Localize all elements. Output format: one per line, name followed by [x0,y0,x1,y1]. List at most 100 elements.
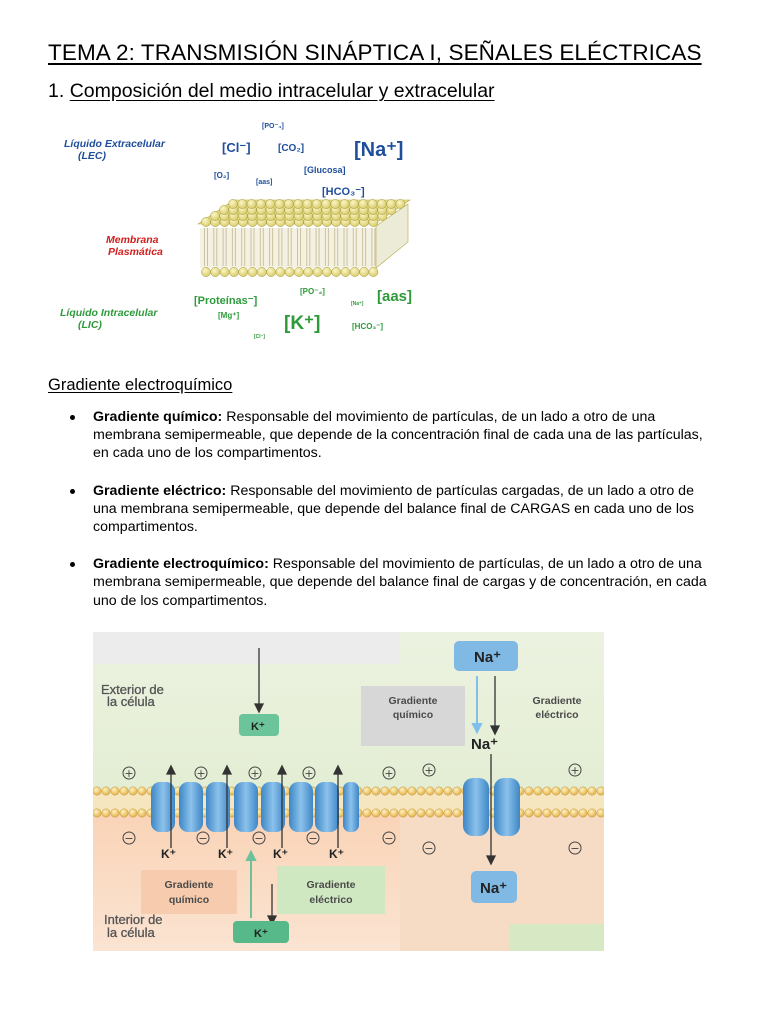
gradient-figure: Exterior de la célula Interior de la cél… [93,632,604,951]
k-ion-label-1: K⁺ [161,847,176,861]
subheading-gradiente: Gradiente electroquímico [48,376,233,394]
int-k: [K⁺] [284,313,320,334]
membrane-label-line2: Plasmática [108,246,163,258]
svg-text:+: + [196,767,205,780]
composition-figure: Líquido Extracelular (LEC) Membrana Plas… [60,123,412,340]
membrane-label-line1: Membrana [106,234,159,246]
sodium-channel [463,778,520,836]
int-po4: [PO⁻₄] [300,287,325,296]
negative-charge-icon: − [196,831,210,845]
k-ion-bottom: K⁺ [254,928,268,940]
svg-text:−: − [124,832,133,845]
svg-text:+: + [124,767,133,780]
ext-na: [Na⁺] [354,139,403,161]
gradiente-quimico-box-bottom [141,870,237,914]
na-ion-bottom: Na⁺ [480,880,507,897]
positive-charge-icon: + [568,763,582,777]
ext-po4: [PO⁻₄] [262,123,284,130]
svg-text:−: − [254,832,263,845]
ext-glucosa: [Glucosa] [304,165,346,175]
ext-co2: [CO₂] [278,143,304,154]
bullet-text: Responsable del movimiento de partículas… [93,409,703,462]
k-ion-label-4: K⁺ [329,847,344,861]
bullet-gradiente-electroquimico: Gradiente electroquímico: Responsable de… [70,555,720,610]
svg-text:−: − [424,842,433,855]
gradient-definitions-list: Gradiente químico: Responsable del movim… [70,408,720,629]
negative-charge-icon: − [382,831,396,845]
positive-charge-icon: + [382,766,396,780]
gradiente-quimico-bottom-line2: químico [169,894,209,906]
bullet-text: Responsable del movimiento de partículas… [93,556,707,609]
negative-charge-icon: − [252,831,266,845]
ext-hco3: [HCO₃⁻] [322,186,365,198]
lec-label-line1: Líquido Extracelular [64,138,166,150]
svg-text:−: − [384,832,393,845]
negative-charge-icon: − [568,841,582,855]
ion-channel [151,782,203,832]
k-ion-box-bottom [233,921,289,943]
section-heading: 1. Composición del medio intracelular y … [48,80,495,103]
k-ion-top: K⁺ [251,721,265,733]
na-ion-top: Na⁺ [474,649,501,666]
svg-text:+: + [250,767,259,780]
int-aas: [aas] [377,288,412,305]
page-title: TEMA 2: TRANSMISIÓN SINÁPTICA I, SEÑALES… [48,40,702,65]
positive-charge-icon: + [248,766,262,780]
gradiente-quimico-bottom-line1: Gradiente [164,879,213,891]
positive-charge-icon: + [194,766,208,780]
negative-charge-icon: − [122,831,136,845]
bullet-gradiente-electrico: Gradiente eléctrico: Responsable del mov… [70,482,720,537]
bullet-term: Gradiente electroquímico: [93,556,269,573]
exterior-label-line2: la célula [107,694,155,709]
exterior-label-line1: Exterior de [101,682,164,697]
bullet-term: Gradiente químico: [93,409,223,425]
lic-label-line1: Líquido Intracelular [60,307,158,319]
gradiente-electrico-bottom-line2: eléctrico [309,894,352,906]
interior-label-line1: Interior de [104,912,163,927]
bullet-text: Responsable del movimiento de partículas… [93,482,694,536]
svg-text:−: − [570,842,579,855]
int-na: [Na⁺] [351,301,364,307]
gradiente-quimico-box-top [361,686,465,746]
int-hco3: [HCO₃⁻] [352,322,383,331]
ext-cl: [Cl⁻] [222,140,251,155]
gradiente-quimico-top-line2: químico [393,709,433,721]
lec-label-line2: (LEC) [78,150,106,162]
na-ion-box-bottom [471,871,517,903]
interior-label-line2: la célula [107,925,155,940]
svg-text:+: + [384,767,393,780]
ion-channel [206,782,258,832]
k-ion-label-3: K⁺ [273,847,288,861]
k-ion-box-top [239,714,279,736]
bullet-dot [70,562,75,568]
ext-o2: [O₂] [214,171,229,180]
gradiente-electrico-box-bottom [277,866,385,914]
positive-charge-icon: + [422,763,436,777]
negative-charge-icon: − [422,841,436,855]
svg-text:−: − [198,832,207,845]
na-ion-box-top [454,641,518,671]
k-ion-label-2: K⁺ [218,847,233,861]
bullet-dot [70,488,75,494]
na-ion-middle: Na⁺ [471,736,498,753]
lipid-bilayer [197,199,411,277]
positive-charge-icon: + [302,766,316,780]
svg-text:−: − [308,832,317,845]
gradiente-electrico-top-line2: eléctrico [535,709,578,721]
int-cl: [Cl⁻] [254,334,265,340]
gradiente-quimico-top-line1: Gradiente [388,695,437,707]
positive-charge-icon: + [122,766,136,780]
section-number: 1. [48,80,65,102]
gradiente-electrico-top-line1: Gradiente [532,695,581,707]
ion-channel [261,782,313,832]
int-mg: [Mg⁺] [218,311,239,320]
bullet-gradiente-quimico: Gradiente químico: Responsable del movim… [70,408,720,463]
lic-label-line2: (LIC) [78,319,102,331]
svg-text:+: + [424,764,433,777]
section-title: Composición del medio intracelular y ext… [69,80,495,102]
svg-text:+: + [570,764,579,777]
ext-aas: [aas] [256,179,272,186]
bullet-term: Gradiente eléctrico: [93,482,227,499]
svg-text:+: + [304,767,313,780]
bullet-dot [70,415,75,420]
